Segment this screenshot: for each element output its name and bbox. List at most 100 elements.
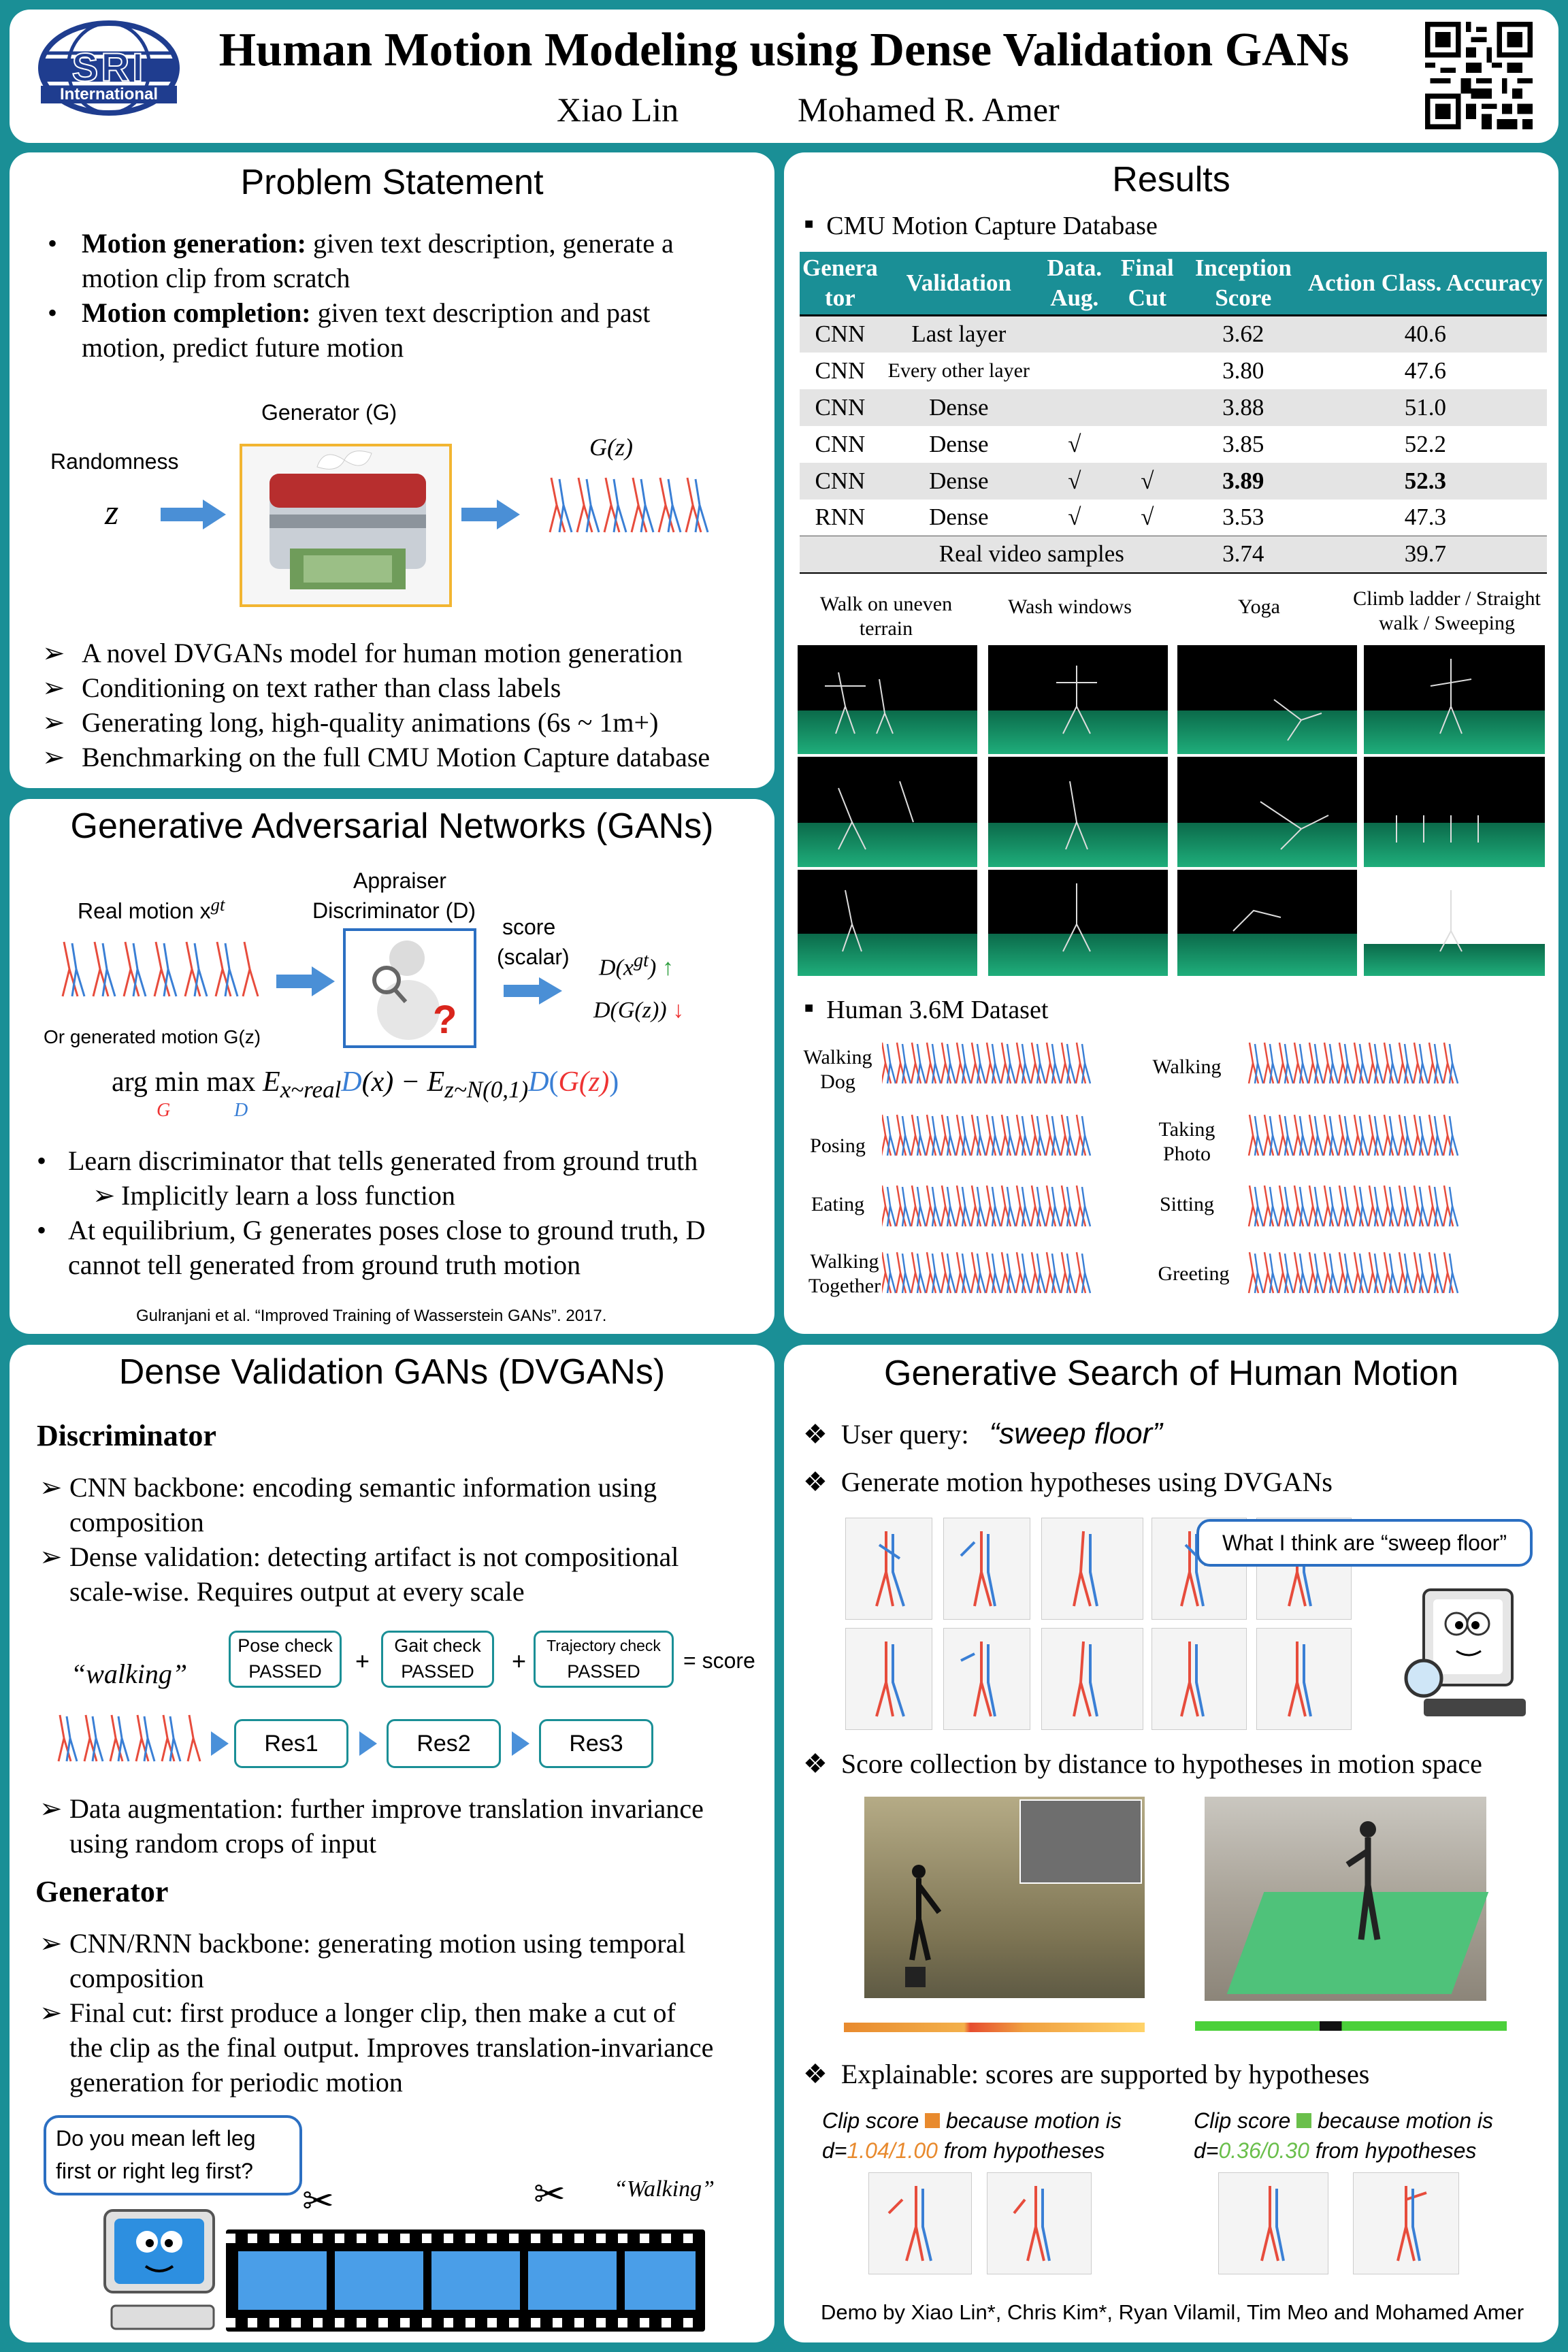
walking-label: “walking”	[71, 1659, 188, 1689]
hypothesis-image	[1152, 1628, 1247, 1730]
scissors-icon[interactable]: ✂	[302, 2180, 334, 2223]
think-bubble: What I think are “sweep floor”	[1196, 1519, 1533, 1567]
generator-heading: Generator	[35, 1875, 169, 1908]
problem-statement-panel: Problem Statement • Motion generation: g…	[10, 152, 774, 788]
h36-label-posing: Posing	[810, 1134, 866, 1157]
hypothesis-image	[845, 1628, 932, 1730]
sri-logo: SRI International	[31, 19, 186, 121]
disc-bullet-3: ➢Data augmentation: further improve tran…	[39, 1793, 704, 1859]
motion-render-image	[1364, 870, 1545, 976]
res2-block: Res2	[387, 1719, 501, 1768]
author-1: Xiao Lin	[557, 91, 679, 129]
generated-motion-label: Or generated motion G(z)	[44, 1026, 261, 1047]
generative-search-panel: Generative Search of Human Motion ❖ User…	[784, 1345, 1558, 2342]
explanation-skeletons	[887, 2186, 1427, 2261]
gen-bullet-1: ➢CNN/RNN backbone: generating motion usi…	[39, 1928, 686, 1993]
h36-label-eating: Eating	[811, 1193, 865, 1215]
film-strip	[226, 2230, 705, 2332]
bullet-motion-completion: • Motion completion: given text descript…	[48, 297, 651, 363]
arrow-right-icon	[512, 1731, 529, 1756]
dvgan-title: Dense Validation GANs (DVGANs)	[118, 1352, 666, 1392]
magnifier-mascot-icon	[1396, 1583, 1533, 1723]
z-variable: z	[105, 493, 119, 532]
generator-printer-image	[240, 444, 452, 607]
hypothesis-skeletons	[875, 1531, 1312, 1717]
walking-motion-figure	[53, 1710, 214, 1778]
qr-code-icon[interactable]	[1425, 22, 1533, 129]
hypothesis-image	[1041, 1518, 1143, 1620]
video-frame-2	[1205, 1797, 1489, 2001]
author-2: Mohamed R. Amer	[798, 91, 1060, 129]
motion-render-image	[798, 645, 977, 754]
demo-credits: Demo by Xiao Lin*, Chris Kim*, Ryan Vila…	[821, 2300, 1524, 2324]
gan-bullet-1: •Learn discriminator that tells generate…	[37, 1145, 698, 1176]
score-bar-1	[844, 2023, 1145, 2032]
plus-sign: +	[512, 1647, 527, 1675]
contribution-list: ➢A novel DVGANs model for human motion g…	[42, 636, 762, 774]
problem-title: Problem Statement	[240, 163, 544, 202]
list-item: ➢Benchmarking on the full CMU Motion Cap…	[42, 742, 710, 772]
col-label-walk: Walk on uneven terrain	[819, 593, 953, 640]
appraiser-label: Appraiser	[353, 868, 446, 893]
cmu-heading: ■ CMU Motion Capture Database	[804, 212, 1158, 240]
user-query: ❖ User query: “sweep floor”	[803, 1417, 1162, 1450]
logo-text: SRI	[71, 45, 146, 91]
hypothesis-image	[1041, 1628, 1143, 1730]
h36-label-taking-photo: Taking Photo	[1158, 1118, 1215, 1165]
disc-bullet-2: ➢Dense validation: detecting artifact is…	[39, 1541, 679, 1607]
diamond-bullet-icon: ❖	[803, 1419, 828, 1450]
green-square-icon	[1296, 2113, 1312, 2128]
plus-sign: +	[355, 1647, 370, 1675]
gan-bullet-2: •At equilibrium, G generates poses close…	[37, 1215, 706, 1280]
hypothesis-image	[1218, 2172, 1328, 2274]
score-bar-2	[1195, 2021, 1507, 2031]
d-real-expression: D(xgt) ↑	[599, 950, 674, 981]
hypothesis-image	[845, 1518, 932, 1620]
search-step-3: ❖ Score collection by distance to hypoth…	[803, 1748, 1482, 1779]
col-label-climb: Climb ladder / Straight walk / Sweeping	[1353, 587, 1541, 634]
discriminator-heading: Discriminator	[37, 1419, 216, 1452]
gen-bullet-2: ➢Final cut: first produce a longer clip,…	[39, 1997, 714, 2097]
h36-heading: ■ Human 3.6M Dataset	[804, 996, 1049, 1024]
arrow-right-icon	[276, 966, 335, 1000]
res1-block: Res1	[234, 1719, 348, 1768]
list-item: ➢Generating long, high-quality animation…	[42, 707, 659, 738]
arrow-right-icon	[211, 1731, 229, 1756]
h36-label-walking: Walking	[1152, 1056, 1222, 1078]
clip-score-2: Clip score because motion is d=0.36/0.30…	[1194, 2108, 1493, 2163]
h36-label-sitting: Sitting	[1159, 1193, 1215, 1215]
hypothesis-image	[987, 2172, 1092, 2274]
logo-subtext: International	[41, 86, 177, 103]
search-title: Generative Search of Human Motion	[884, 1354, 1458, 1393]
real-motion-label: Real motion xgt	[78, 894, 225, 924]
header-panel: SRI International Human Motion Modeling …	[10, 10, 1558, 143]
scalar-label: (scalar)	[497, 945, 570, 969]
motion-render-image	[798, 757, 977, 867]
arrow-right-icon	[161, 500, 226, 533]
list-item: ➢A novel DVGANs model for human motion g…	[42, 638, 683, 668]
poster-title: Human Motion Modeling using Dense Valida…	[218, 24, 1350, 76]
down-arrow-icon: ↓	[672, 998, 685, 1023]
scissors-icon[interactable]: ✂	[534, 2174, 566, 2216]
randomness-label: Randomness	[50, 449, 179, 474]
h36-label-walking-together: Walking Together	[808, 1250, 881, 1297]
discriminator-label: Discriminator (D)	[312, 898, 476, 923]
video-frame-1	[864, 1797, 1145, 1998]
gan-title: Generative Adversarial Networks (GANs)	[70, 806, 714, 846]
motion-render-image	[1177, 870, 1357, 976]
arrow-right-icon	[504, 977, 562, 1008]
col-header: Genera tor	[800, 252, 881, 316]
equals-score: = score	[683, 1648, 755, 1673]
score-label: score	[502, 915, 556, 939]
motion-render-image	[1364, 645, 1545, 754]
search-step-2: ❖ Generate motion hypotheses using DVGAN…	[803, 1467, 1333, 1497]
gz-label: G(z)	[589, 434, 633, 461]
search-step-4: ❖ Explainable: scores are supported by h…	[803, 2059, 1370, 2089]
